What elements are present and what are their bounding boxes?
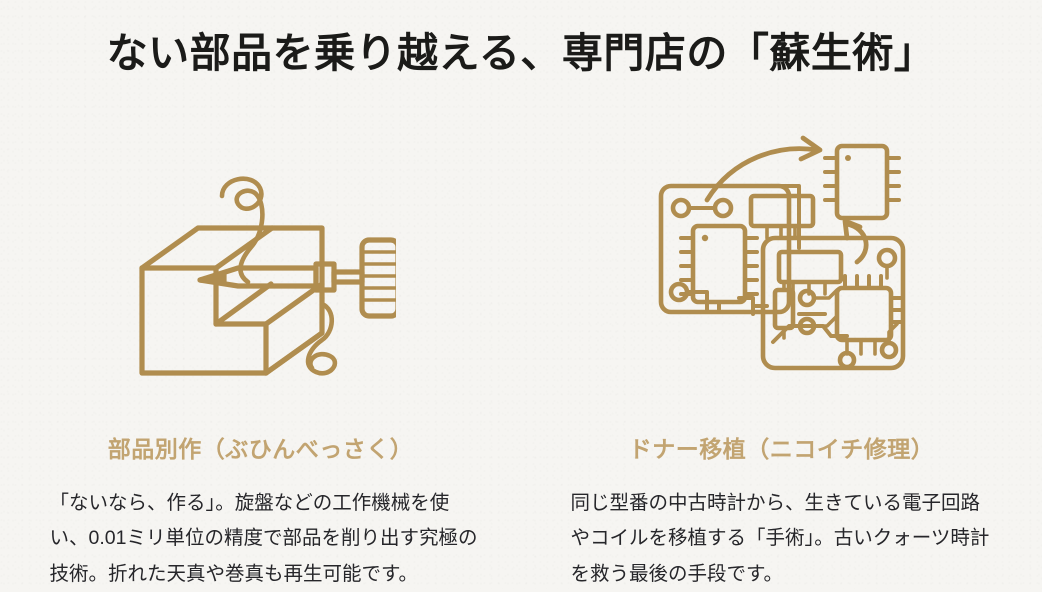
card-parts-fabrication: 部品別作（ぶひんべっさく） 「ないなら、作る」。旋盤などの工作機械を使い、0.0…: [0, 128, 521, 592]
page-title: ない部品を乗り越える、専門店の「蘇生術」: [106, 30, 936, 76]
card-columns: 部品別作（ぶひんべっさく） 「ないなら、作る」。旋盤などの工作機械を使い、0.0…: [0, 128, 1042, 592]
card-donor-transplant: ドナー移植（ニコイチ修理） 同じ型番の中古時計から、生きている電子回路やコイルを…: [521, 128, 1042, 592]
card-heading: ドナー移植（ニコイチ修理）: [628, 436, 935, 462]
card-body-text: 同じ型番の中古時計から、生きている電子回路やコイルを移植する「手術」。古いクォー…: [570, 492, 990, 585]
circuit-board-transplant-icon: [647, 128, 917, 378]
card-heading: 部品別作（ぶひんべっさく）: [107, 436, 414, 462]
lathe-machining-icon: [126, 128, 396, 378]
card-body-text: 「ないなら、作る」。旋盤などの工作機械を使い、0.01ミリ単位の精度で部品を削り…: [49, 492, 478, 585]
